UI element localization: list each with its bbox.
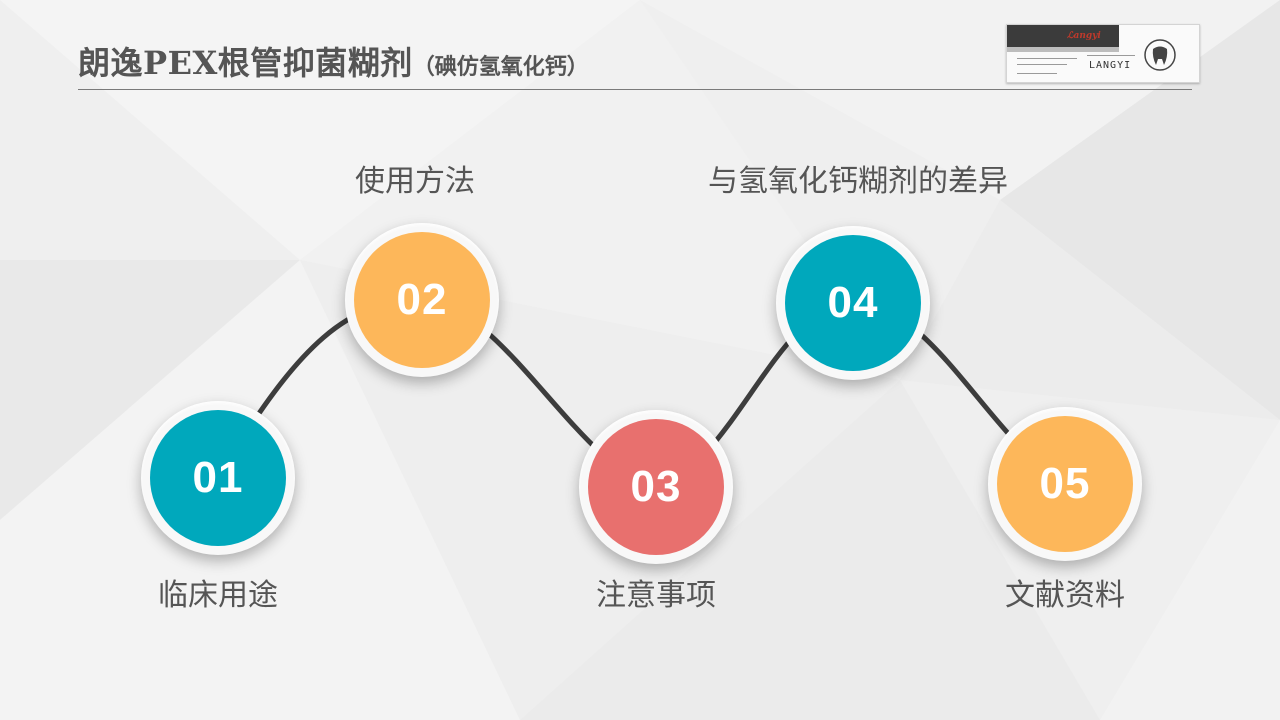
product-brand-text: LANGYI (1089, 60, 1132, 71)
step-01-disc[interactable]: 01 (141, 401, 295, 555)
step-04-number: 04 (827, 278, 879, 327)
step-03-label[interactable]: 注意事项 (596, 578, 716, 613)
step-04-label[interactable]: 与氢氧化钙糊剂的差异 (708, 164, 1008, 199)
step-02-number: 02 (396, 275, 448, 324)
step-03-disc[interactable]: 03 (579, 410, 733, 564)
step-01-number: 01 (192, 453, 244, 502)
step-03-inner: 03 (588, 419, 724, 555)
step-04-disc[interactable]: 04 (776, 226, 930, 380)
step-05-disc[interactable]: 05 (988, 407, 1142, 561)
product-box-image: ℒangyi LANGYI (1006, 24, 1200, 83)
title-underline (78, 89, 1192, 90)
step-03-number: 03 (630, 462, 682, 511)
title-main: 朗逸PEX根管抑菌糊剂 (78, 44, 413, 82)
step-02-inner: 02 (354, 232, 490, 368)
product-logo: ℒangyi (1067, 31, 1101, 41)
step-01-inner: 01 (150, 410, 286, 546)
slide-title: 朗逸PEX根管抑菌糊剂（碘仿氢氧化钙） (78, 38, 589, 84)
tooth-emblem-icon (1144, 39, 1176, 71)
step-02-disc[interactable]: 02 (345, 223, 499, 377)
step-05-inner: 05 (997, 416, 1133, 552)
step-04-inner: 04 (785, 235, 921, 371)
title-subtitle: （碘仿氢氧化钙） (412, 54, 589, 80)
step-01-label[interactable]: 临床用途 (158, 578, 278, 613)
step-05-label[interactable]: 文献资料 (1005, 578, 1125, 613)
step-02-label[interactable]: 使用方法 (355, 164, 475, 199)
step-05-number: 05 (1039, 459, 1091, 508)
